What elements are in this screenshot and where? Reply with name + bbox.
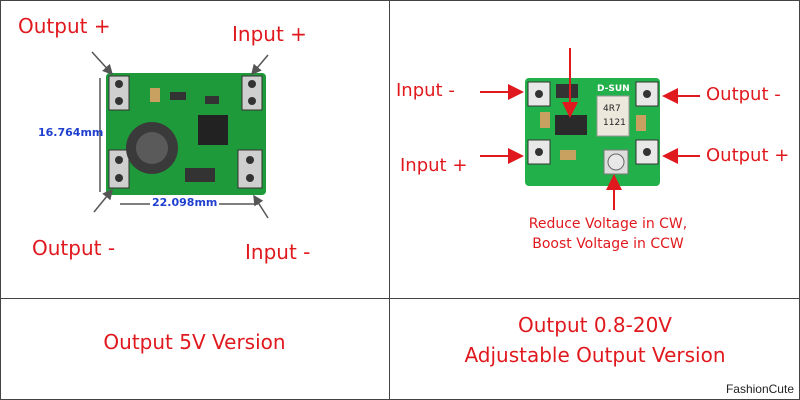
left-pcb-board [106, 73, 266, 195]
height-dimension: 16.764mm [38, 126, 104, 139]
inductor-code-text: 4R7 [603, 104, 621, 114]
left-input-minus-label: Input - [245, 240, 311, 264]
right-input-plus-label: Input + [400, 155, 468, 176]
watermark: FashionCute [725, 382, 794, 396]
inductor-code2-text: 1121 [603, 118, 626, 128]
right-input-minus-label: Input - [396, 80, 455, 101]
right-output-minus-label: Output - [706, 84, 781, 105]
left-output-minus-label: Output - [32, 236, 116, 260]
left-input-plus-label: Input + [232, 22, 307, 46]
adjust-note-line1: Reduce Voltage in CW, [528, 216, 688, 232]
right-output-plus-label: Output + [706, 145, 790, 166]
right-caption-line2: Adjustable Output Version [464, 343, 726, 367]
board-brand-text: D-SUN [597, 84, 630, 94]
adjust-note: Reduce Voltage in CW, Boost Voltage in C… [488, 214, 728, 254]
row-divider [0, 298, 800, 299]
left-caption: Output 5V Version [103, 330, 286, 354]
right-caption-line1: Output 0.8-20V [518, 313, 672, 337]
left-output-plus-label: Output + [18, 14, 111, 38]
width-dimension: 22.098mm [150, 196, 220, 209]
column-divider [389, 0, 390, 400]
right-pcb-board [525, 78, 660, 186]
adjust-note-line2: Boost Voltage in CCW [532, 236, 684, 252]
